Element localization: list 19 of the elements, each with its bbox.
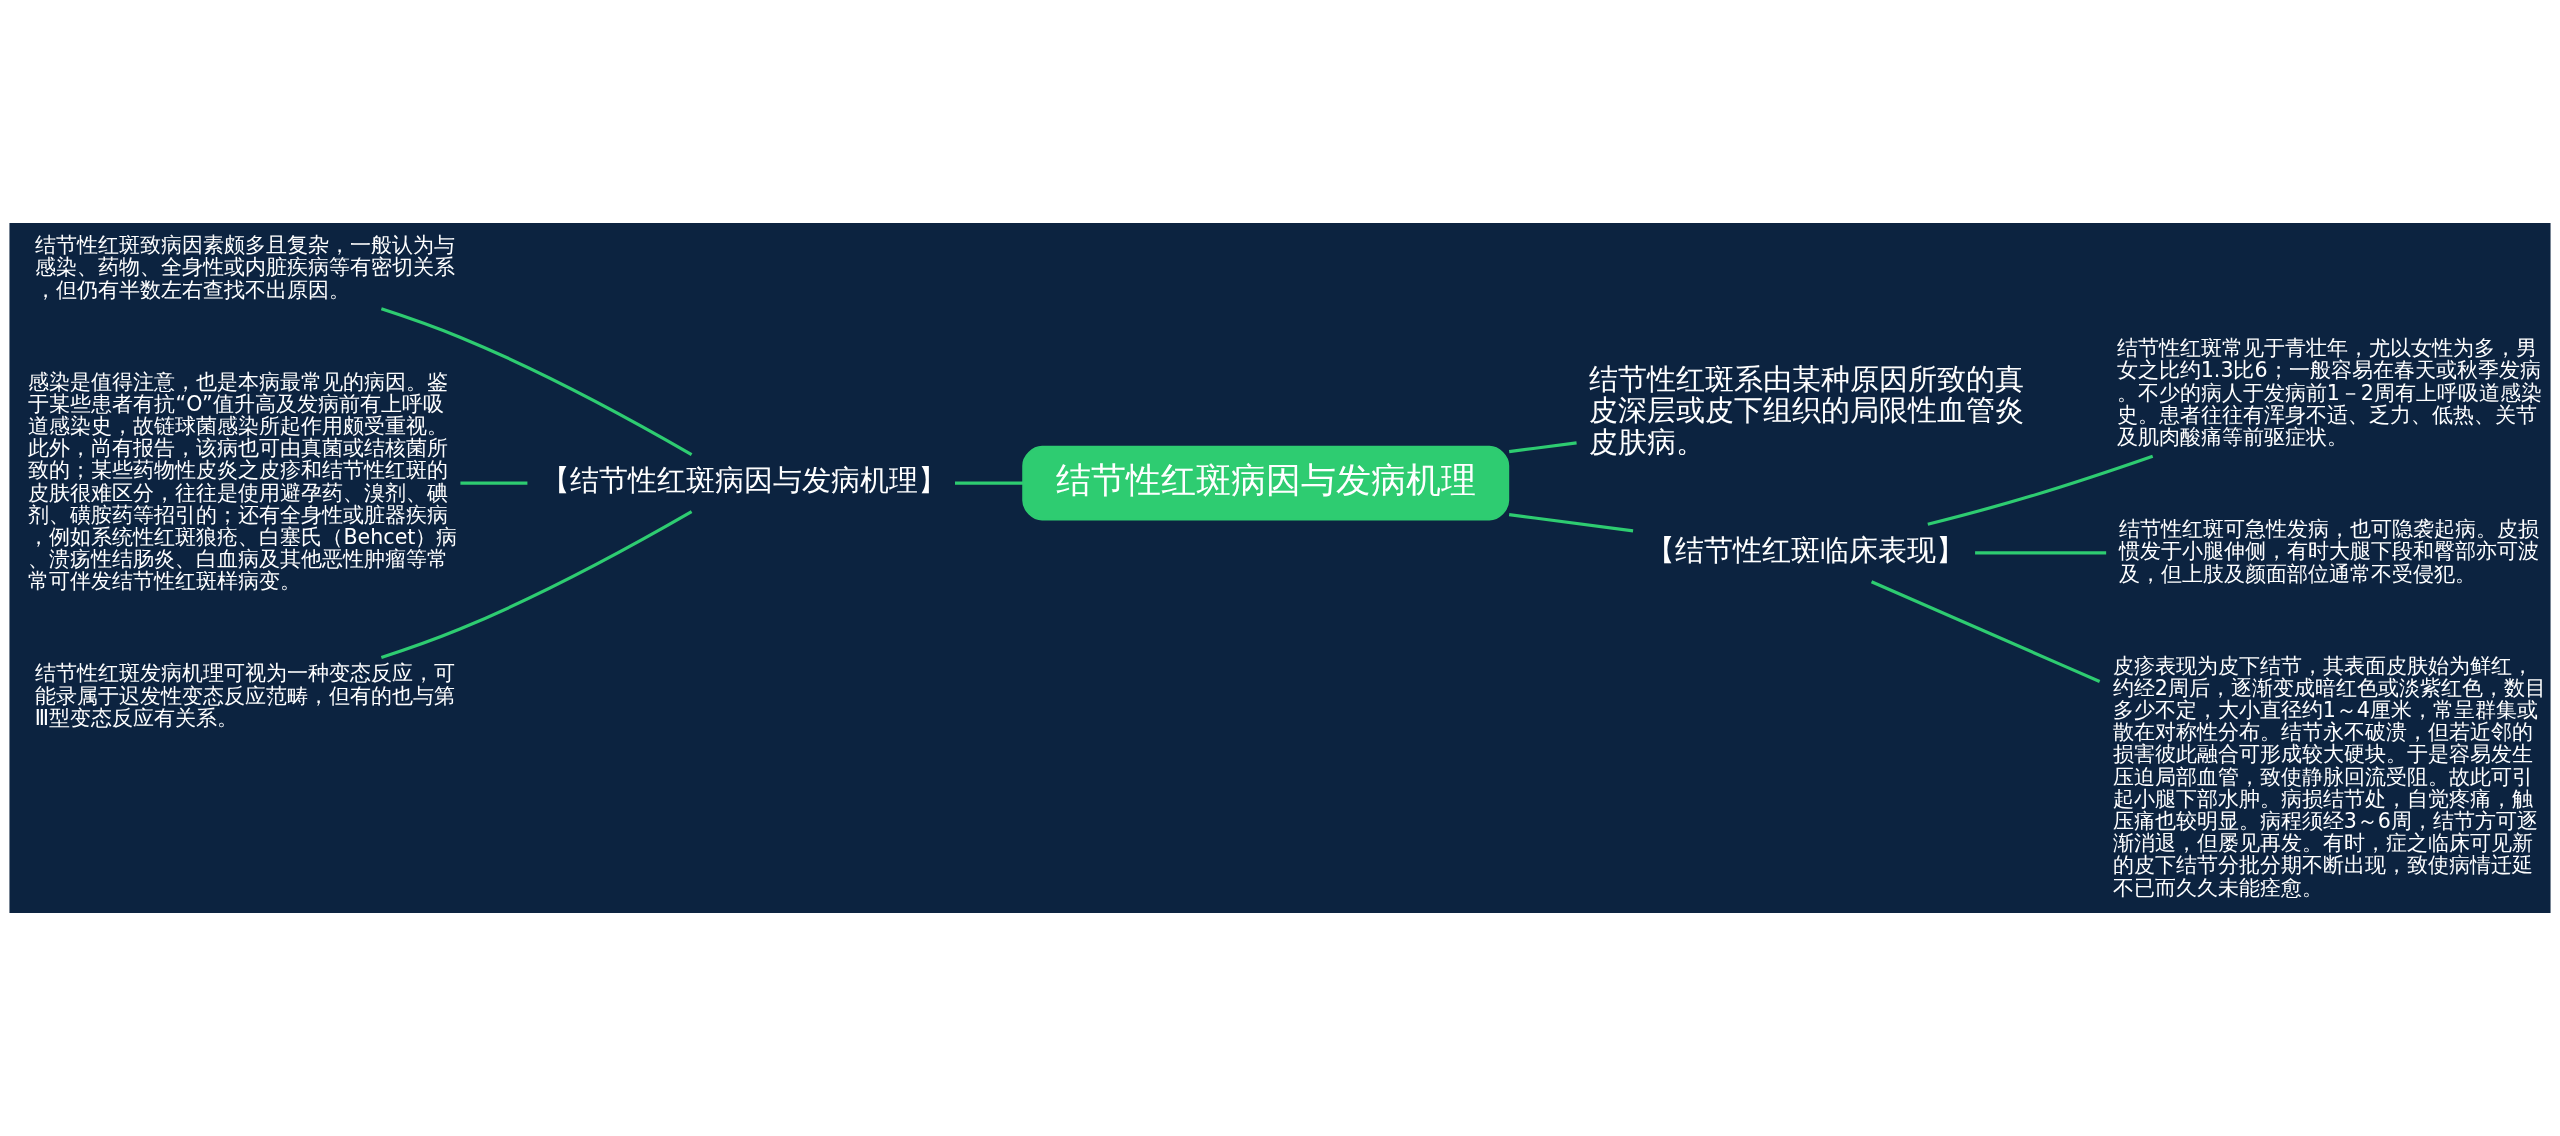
node-text: 结节性红斑常见于青壮年，尤以女性为多，男女之比约1.3比6；一般容易在春天或秋季发病。不少的病人于发病前1－2周有上呼吸道感染史。患者往往有浑身不适、乏力、低热、关节及肌肉酸痛等前驱症状。	[2116, 336, 2542, 450]
connector	[1508, 441, 1577, 454]
node-text: 结节性红斑系由某种原因所致的真皮深层或皮下组织的局限性血管炎皮肤病。	[1589, 361, 2025, 460]
connector	[380, 307, 693, 456]
node-box: 结节性红斑病因与发病机理	[1022, 445, 1510, 521]
node-text: 【结节性红斑临床表现】	[1646, 532, 1966, 567]
node-text: 【结节性红斑病因与发病机理】	[540, 463, 947, 498]
connector	[1927, 454, 2154, 526]
connector	[1870, 580, 2101, 683]
connector	[380, 510, 693, 660]
node-text: 皮疹表现为皮下结节，其表面皮肤始为鲜红，约经2周后，逐渐变成暗红色或淡紫红色，数目多少不定，大小直径约1～4厘米，常呈群集或散在对称性分布。结节永不破溃，但若近邻的损害彼此融合可形成较大硬块。于是容易发生压迫局部血管，致使静脉回流受阻。故此可引起小腿下部水肿。病损结节处，自觉疼痛，触压痛也较明显。病程须经3～6周，结节方可逐渐消退，但屡见再发。有时，症之临床可见新的皮下结节分批分期不断出现，致使病情迁延不已而久久未能痊愈。	[2112, 653, 2546, 900]
connector	[1975, 551, 2107, 555]
node-text: 感染是值得注意，也是本病最常见的病因。鉴于某些患者有抗“O”值升高及发病前有上呼吸道感染史，故链球菌感染所起作用颇受重视。此外，尚有报告，该病也可由真菌或结核菌所致的；某些药物性皮炎之皮疹和结节性红斑的皮肤很难区分，往往是使用避孕药、溴剂、碘剂、磺胺药等招引的；还有全身性或脏器疾病，例如系统性红斑狼疮、白塞氏（Behcet）病、溃疡性结肠炎、白血病及其他恶性肿瘤等常常可伴发结节性红斑样病变。	[28, 369, 458, 594]
node-text: 结节性红斑可急性发病，也可隐袭起病。皮损惯发于小腿伸侧，有时大腿下段和臀部亦可波及，但上肢及颜面部位通常不受侵犯。	[2119, 517, 2540, 586]
connector	[955, 481, 1023, 485]
connector	[460, 481, 528, 485]
connector	[1508, 513, 1634, 533]
node-text: 结节性红斑发病机理可视为一种变态反应，可能录属于迟发性变态反应范畴，但有的也与第Ⅲ型变态反应有关系。	[34, 661, 455, 730]
node-text: 结节性红斑致病因素颇多且复杂，一般认为与感染、药物、全身性或内脏疾病等有密切关系，但仍有半数左右查找不出原因。	[34, 233, 455, 302]
